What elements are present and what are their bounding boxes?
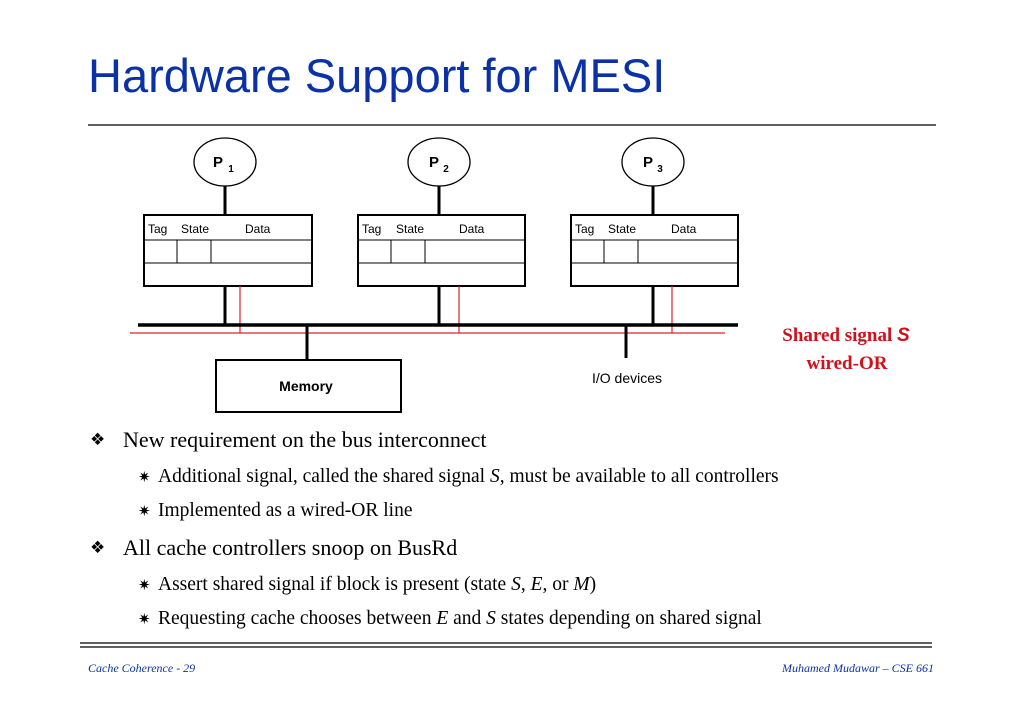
cache-header-state: State bbox=[608, 222, 636, 236]
cache-header-tag: Tag bbox=[362, 222, 381, 236]
processor-p3: P 3 bbox=[621, 137, 685, 215]
bullet-item: ❖ All cache controllers snoop on BusRd bbox=[90, 535, 458, 560]
asterisk-bullet-icon: ✷ bbox=[138, 576, 151, 594]
svg-text:2: 2 bbox=[443, 164, 449, 175]
io-devices-label: I/O devices bbox=[592, 370, 662, 386]
memory-block: Memory bbox=[215, 359, 402, 413]
processor-label: P bbox=[643, 154, 653, 171]
svg-text:1: 1 bbox=[228, 164, 234, 175]
svg-text:P: P bbox=[213, 154, 223, 171]
cache-1: Tag State Data bbox=[143, 214, 313, 287]
asterisk-bullet-icon: ✷ bbox=[138, 610, 151, 628]
sub-bullet-item: ✷ Implemented as a wired-OR line bbox=[138, 500, 413, 521]
sub-bullet-item: ✷ Assert shared signal if block is prese… bbox=[138, 574, 597, 595]
cache-2: Tag State Data bbox=[357, 214, 526, 287]
processor-subscript: 3 bbox=[657, 164, 663, 175]
cache-header-tag: Tag bbox=[148, 222, 167, 236]
diamond-bullet-icon: ❖ bbox=[90, 430, 106, 450]
processor-subscript: 1 bbox=[228, 164, 234, 175]
diamond-bullet-icon: ❖ bbox=[90, 538, 106, 558]
processor-p2: P 2 bbox=[407, 137, 471, 215]
cache-header-state: State bbox=[396, 222, 424, 236]
asterisk-bullet-icon: ✷ bbox=[138, 468, 151, 486]
processor-label: P bbox=[213, 154, 223, 171]
cache-3: Tag State Data bbox=[570, 214, 739, 287]
sub-bullet-item: ✷ Requesting cache chooses between E and… bbox=[138, 608, 762, 629]
wired-or-caption: wired-OR bbox=[807, 353, 888, 374]
cache-header-data: Data bbox=[245, 222, 271, 236]
bullet-item: ❖ New requirement on the bus interconnec… bbox=[90, 427, 487, 452]
memory-label: Memory bbox=[279, 378, 333, 394]
svg-text:3: 3 bbox=[657, 164, 663, 175]
footer-left: Cache Coherence - 29 bbox=[88, 661, 196, 675]
svg-text:P: P bbox=[643, 154, 653, 171]
cache-header-state: State bbox=[181, 222, 209, 236]
cache-header-data: Data bbox=[671, 222, 697, 236]
processor-p1: P 1 bbox=[193, 137, 257, 215]
footer-right: Muhamed Mudawar – CSE 661 bbox=[782, 661, 934, 675]
processor-label: P bbox=[429, 154, 439, 171]
slide-title: Hardware Support for MESI bbox=[88, 49, 666, 102]
shared-signal-caption: Shared signal S bbox=[782, 325, 910, 346]
cache-header-tag: Tag bbox=[575, 222, 594, 236]
sub-bullet-item: ✷ Additional signal, called the shared s… bbox=[138, 466, 779, 487]
asterisk-bullet-icon: ✷ bbox=[138, 502, 151, 520]
svg-text:P: P bbox=[429, 154, 439, 171]
bullet-list: ❖ New requirement on the bus interconnec… bbox=[88, 426, 988, 631]
processor-subscript: 2 bbox=[443, 164, 449, 175]
cache-header-data: Data bbox=[459, 222, 485, 236]
